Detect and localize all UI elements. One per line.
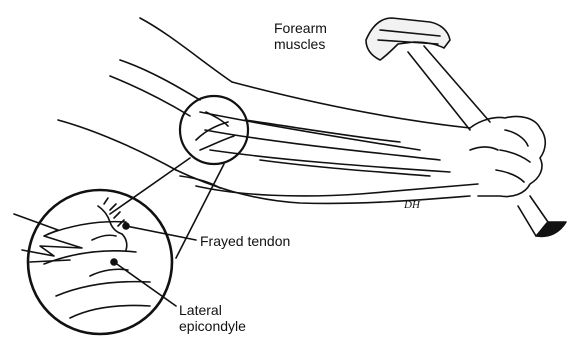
connector-line — [110, 158, 190, 214]
forearm-top-contour — [232, 82, 470, 128]
lateral-epicondyle-label: Lateral epicondyle — [179, 302, 246, 334]
signature: DH — [403, 199, 421, 211]
upper-arm-back — [58, 120, 176, 170]
hammer-handle — [408, 46, 490, 130]
leader-line-frayed-tendon — [126, 226, 196, 240]
muscle-belly — [200, 112, 420, 150]
hand-outline — [470, 116, 545, 196]
upper-arm-outline — [140, 18, 232, 82]
muscle-belly — [210, 150, 450, 172]
small-magnifier-circle — [180, 96, 248, 164]
pain-lightning — [14, 214, 82, 256]
leader-line-lateral-epicondyle — [114, 262, 176, 306]
frayed-tendon-label: Frayed tendon — [200, 233, 290, 249]
hammer-head — [366, 18, 450, 60]
forearm-muscles-label: Forearm muscles — [274, 20, 354, 52]
